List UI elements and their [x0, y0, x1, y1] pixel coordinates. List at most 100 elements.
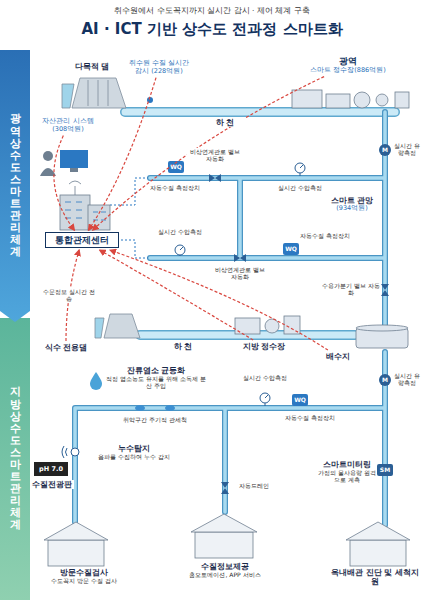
decor-rect — [60, 150, 88, 168]
icon-label: SM — [377, 465, 393, 475]
decor-rect — [70, 168, 78, 172]
icon-label: WQ — [168, 162, 184, 172]
display-board — [34, 462, 68, 476]
node-text: 누수탐지 — [84, 444, 184, 453]
node-text: 하 천 — [165, 342, 201, 351]
node-text: 실시간 유량측정 — [392, 372, 422, 386]
decor-ellipse — [165, 405, 175, 411]
node-text: (934억원) — [322, 205, 382, 213]
asset-icon — [40, 150, 88, 176]
plant — [235, 90, 409, 348]
node-text: 스마트 관망 — [322, 196, 382, 205]
house — [44, 514, 410, 566]
node-text: 자동드레인 — [232, 482, 276, 489]
decor-rect — [350, 540, 406, 566]
river — [125, 112, 395, 335]
decor-rect — [395, 92, 409, 108]
node-label: 잔류염소 균등화적정 염소농도 유지를 위해 소독제 분산 주입 — [104, 366, 208, 389]
decor-circle — [43, 151, 53, 161]
decor-polygon — [62, 84, 74, 108]
node-label: 하 천 — [205, 118, 245, 127]
decor-rect — [377, 464, 393, 476]
node-label: 자산관리 시스템(308억원) — [36, 118, 100, 134]
decor-polygon — [104, 314, 140, 338]
node-text: 자동수질 측정장치 — [150, 184, 200, 191]
decor-rect — [48, 540, 104, 566]
node-text: 스마트미터링 — [318, 460, 376, 469]
decor-path — [75, 112, 385, 525]
node-label: 지방 정수장 — [232, 342, 296, 351]
decor-rect — [292, 394, 308, 406]
decor-rect — [195, 532, 253, 558]
node-text: 수질정보제공 — [165, 562, 285, 571]
region-band: 지방상수도 스마트관리체계 — [0, 318, 30, 600]
node-label: 취약구간 주기적 관세척 — [110, 416, 200, 423]
decor-polygon — [72, 78, 126, 108]
decor-path — [125, 112, 395, 335]
node-text: (308억원) — [36, 126, 100, 134]
node-text: 지방 정수장 — [232, 342, 296, 351]
node-text: 배수지 — [320, 352, 356, 361]
node-text: 홈오토메이션, APP 서비스 — [165, 571, 285, 578]
decor-circle — [379, 374, 391, 386]
decor-polygon — [95, 318, 104, 338]
node-label: 누수탐지음파를 수집하여 누수 감지 — [84, 444, 184, 460]
icon-label: pH 7.0 — [34, 462, 68, 476]
decor-path — [90, 372, 102, 390]
node-label: 실시간 수압측정 — [275, 184, 325, 191]
node-label: 자동드레인 — [232, 482, 276, 489]
edge-label: 수문정보 실시간 전송 — [43, 288, 95, 302]
node-text: 통합관제센터 — [46, 235, 118, 245]
decor-path — [180, 247, 183, 256]
node-label: 다목적 댐 — [62, 62, 122, 71]
node-label: 스마트미터링가정의 물사용량 원격으로 계측 — [318, 460, 376, 483]
node-text: 실시간 수압측정 — [275, 184, 325, 191]
node-text: 방문수질검사 — [34, 568, 134, 577]
node-label: 광역스마트 정수장(886억원) — [290, 56, 406, 75]
valve — [209, 174, 389, 494]
data-link-arrow — [54, 136, 74, 230]
node-text: 음파를 수집하여 누수 감지 — [84, 453, 184, 460]
decor-path — [209, 174, 221, 182]
node-text: 지방상수도 스마트관리체계 — [10, 386, 21, 531]
node-text: 실시간 유량측정 — [392, 142, 422, 156]
decor-circle — [379, 144, 391, 156]
node-label: 실시간 유량측정 — [392, 372, 422, 386]
node-text: 잔류염소 균등화 — [104, 366, 208, 375]
node-text: 수용가분기 밸브 자동화 — [322, 282, 380, 296]
decor-circle — [354, 92, 370, 108]
region-band: 광역상수도 스마트관리체계 — [0, 50, 30, 322]
decor-circle — [265, 319, 279, 333]
node-text: 옥내배관 진단 및 세척지원 — [330, 568, 420, 586]
decor-circle — [376, 94, 388, 106]
node-text: 광역 — [290, 56, 406, 67]
node-label: 옥내배관 진단 및 세척지원 — [330, 568, 420, 586]
node-label: 실시간 유량측정 — [392, 142, 422, 156]
subtitle: 취수원에서 수도꼭지까지 실시간 감시 · 제어 체계 구축 — [0, 6, 424, 15]
decor-rect — [34, 462, 68, 476]
decor-polygon — [191, 514, 257, 532]
icon-label: M — [379, 145, 391, 155]
decor-circle — [71, 448, 79, 456]
node-text: 실시간 수압측정 — [240, 374, 290, 381]
decor-polygon — [346, 522, 410, 540]
node-label: 배수지 — [320, 352, 356, 361]
decor-path — [75, 112, 385, 525]
node-text: 취수원 수질 실시간 감시 (228억원) — [128, 60, 190, 76]
node-label: 자동수질 측정장치 — [285, 414, 335, 421]
icon-label: M — [379, 375, 391, 385]
node-label: 방문수질검사수도꼭지 방문 수질 검사 — [34, 568, 134, 584]
decor-path — [221, 482, 229, 494]
node-label: 수용가분기 밸브 자동화 — [322, 282, 380, 296]
data-link-arrow — [110, 250, 328, 350]
node-label: 자동수질 측정장치 — [150, 184, 200, 191]
node-text: 취약구간 주기적 관세척 — [110, 416, 200, 423]
decor-rect — [292, 90, 322, 108]
node-label: 취수원 수질 실시간 감시 (228억원) — [128, 60, 190, 76]
page-title: AI · ICT 기반 상수도 전과정 스마트화 — [0, 20, 424, 38]
decor-path — [88, 80, 108, 106]
node-label: 실시간 수압측정 — [155, 228, 205, 235]
node-label: 스마트 관망(934억원) — [322, 196, 382, 213]
decor-ellipse — [356, 325, 408, 331]
